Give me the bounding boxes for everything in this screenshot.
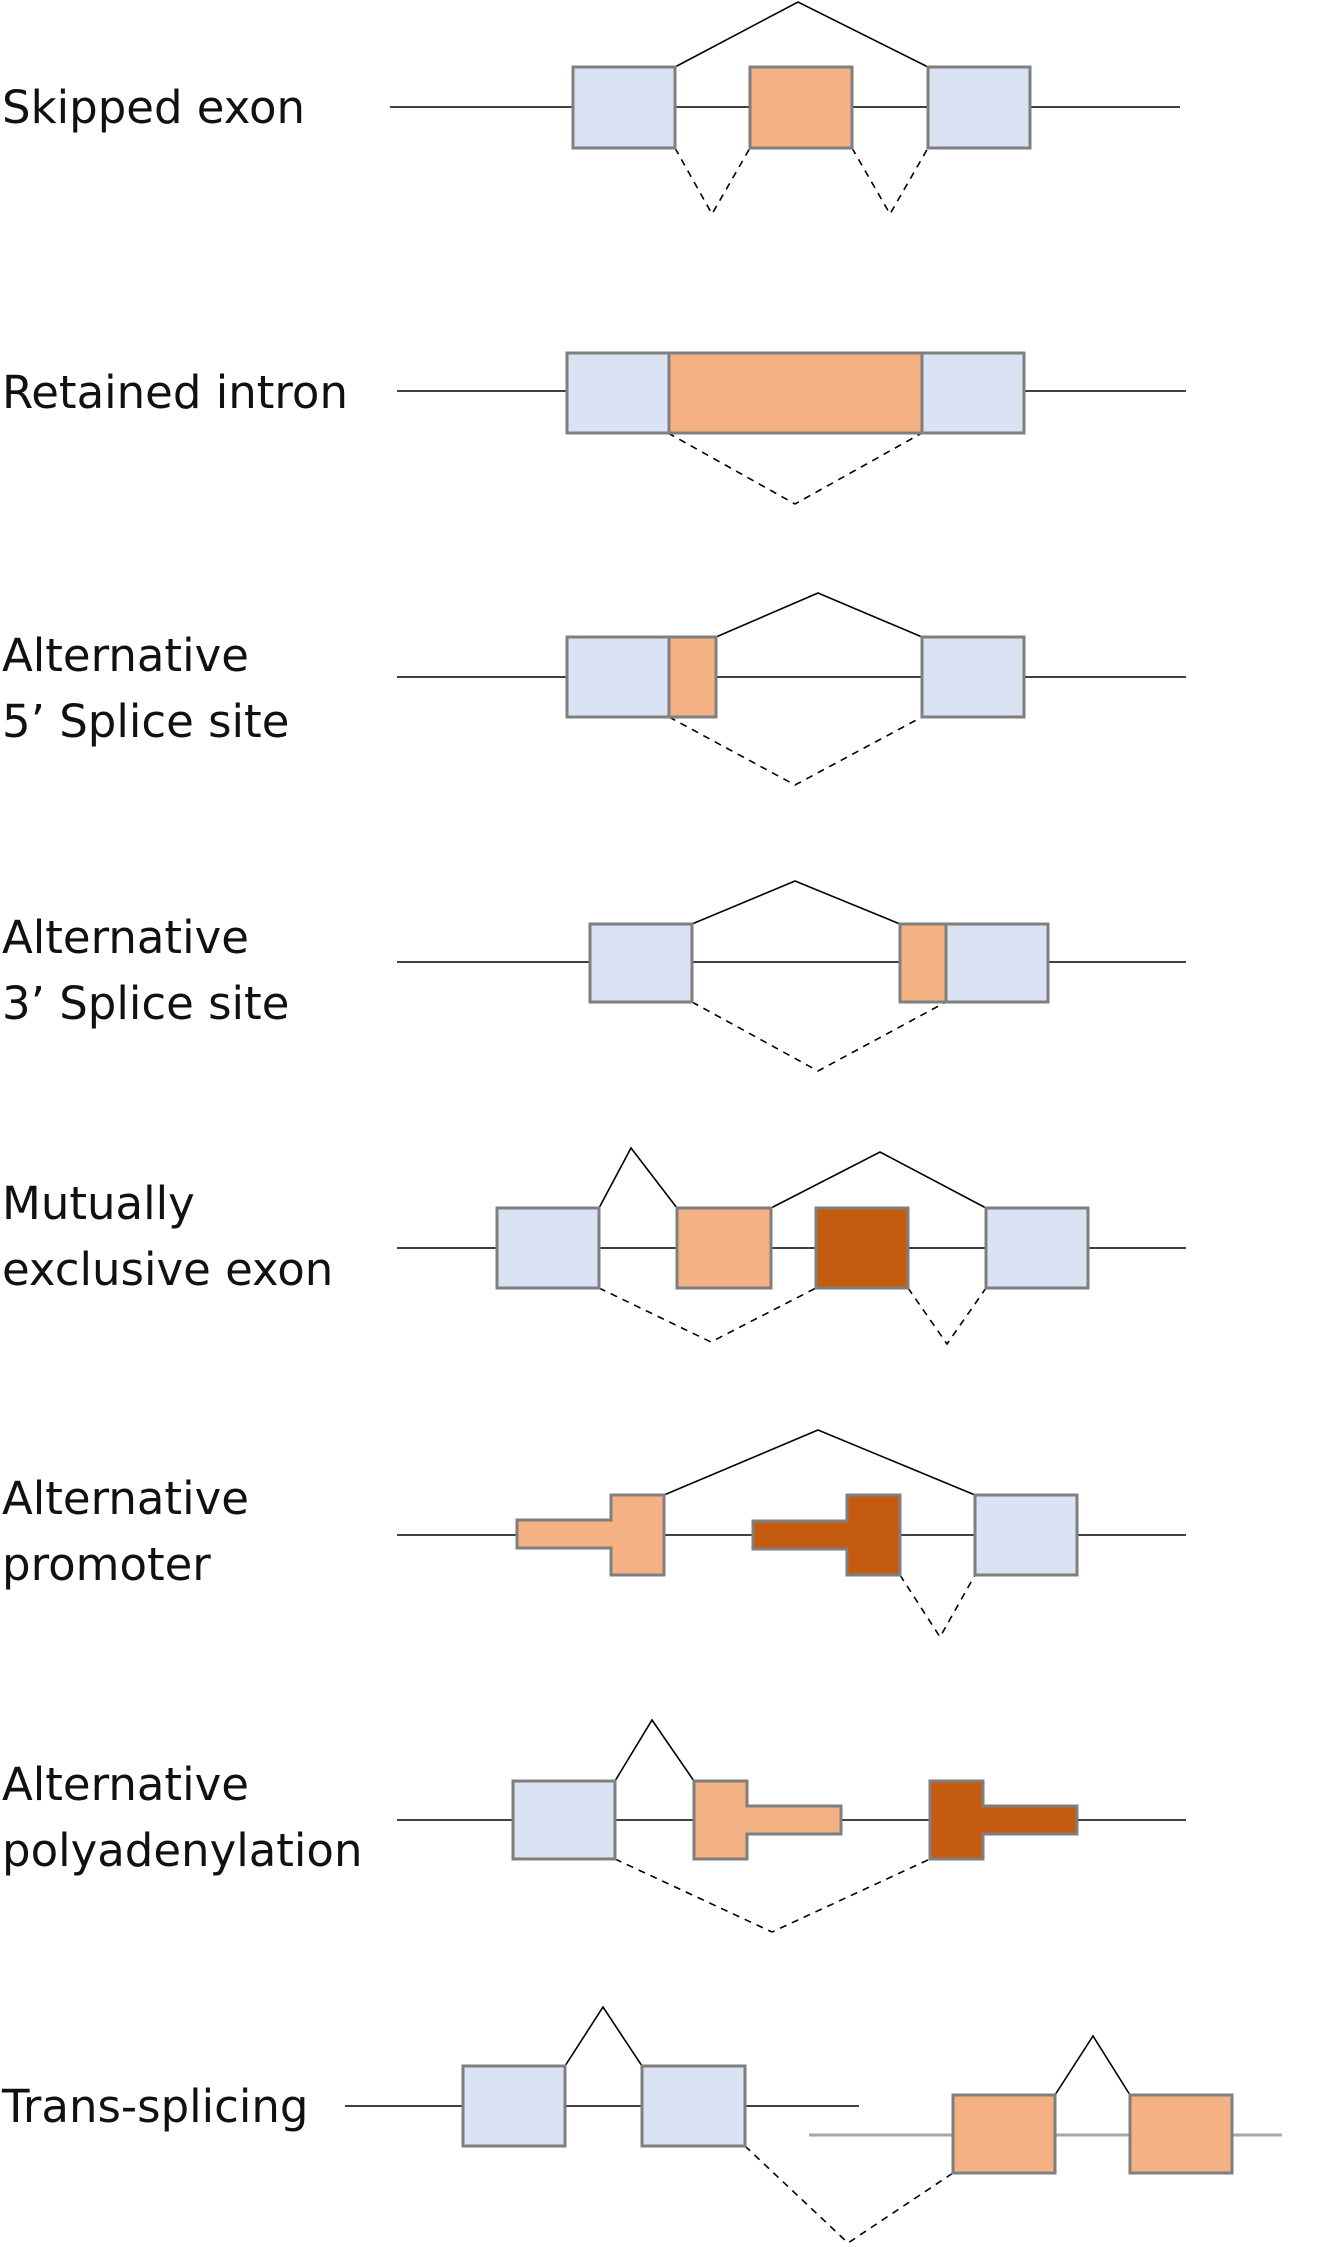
exclusion-junction — [851, 147, 929, 216]
label-trans-splicing: Trans-splicing — [2, 2074, 309, 2140]
label-alt-3-splice-site: Alternative 3’ Splice site — [2, 905, 289, 1037]
event-trans-splicing — [345, 2005, 1282, 2245]
label-line: Alternative — [2, 911, 249, 964]
constitutive-exon — [984, 1206, 1090, 1290]
label-line: exclusive exon — [2, 1243, 334, 1296]
constitutive-exon — [926, 65, 1032, 150]
alternative-exon-dark — [814, 1206, 910, 1290]
inclusion-junction — [663, 1429, 976, 1496]
event-alternative-promoter — [397, 1429, 1186, 1639]
label-alternative-promoter: Alternative promoter — [2, 1466, 249, 1598]
exclusion-junction — [691, 1001, 947, 1072]
label-line: 5’ Splice site — [2, 695, 290, 748]
constitutive-exon — [461, 2064, 567, 2148]
first-exon-promoter-1 — [515, 1493, 666, 1577]
label-line: Alternative — [2, 629, 249, 682]
last-exon-polya-1 — [692, 1779, 843, 1861]
inclusion-junction — [614, 1718, 695, 1782]
label-alternative-polyadenylation: Alternative polyadenylation — [2, 1752, 362, 1884]
label-alt-5-splice-site: Alternative 5’ Splice site — [2, 623, 289, 755]
inclusion-junction — [691, 880, 901, 925]
constitutive-exon — [495, 1206, 601, 1290]
constitutive-exon — [565, 351, 671, 435]
label-mutually-exclusive-exon: Mutually exclusive exon — [2, 1171, 333, 1303]
label-line: promoter — [2, 1538, 211, 1591]
alternative-exon-extension — [667, 635, 718, 719]
label-line: Mutually — [2, 1177, 195, 1230]
exclusion-junction — [598, 1287, 817, 1343]
constitutive-exon — [588, 922, 694, 1004]
event-alternative-polyadenylation — [397, 1718, 1186, 1933]
inclusion-junction — [564, 2005, 643, 2067]
constitutive-exon — [571, 65, 677, 150]
exclusion-junction — [907, 1287, 987, 1346]
inclusion-junction — [674, 1, 929, 68]
inclusion-junction — [770, 1151, 987, 1209]
label-line: Retained intron — [2, 366, 348, 419]
label-line: Alternative — [2, 1758, 249, 1811]
constitutive-exon — [973, 1493, 1079, 1577]
label-skipped-exon: Skipped exon — [2, 75, 305, 141]
retained-intron-region — [667, 351, 924, 435]
label-retained-intron: Retained intron — [2, 360, 348, 426]
inclusion-junction — [1054, 2034, 1131, 2096]
trans-exon — [951, 2093, 1057, 2175]
label-line: 3’ Splice site — [2, 977, 290, 1030]
label-line: polyadenylation — [2, 1824, 363, 1877]
exclusion-junction — [674, 147, 751, 216]
alternative-exon — [675, 1206, 773, 1290]
constitutive-exon — [920, 351, 1026, 435]
label-line: Alternative — [2, 1472, 249, 1525]
event-mutually-exclusive-exon — [397, 1146, 1186, 1346]
last-exon-polya-2 — [928, 1779, 1079, 1861]
constitutive-exon — [640, 2064, 747, 2148]
exclusion-junction — [667, 432, 923, 505]
label-line: Trans-splicing — [2, 2080, 309, 2133]
label-line: Skipped exon — [2, 81, 306, 134]
alternative-exon-extension — [898, 922, 948, 1004]
inclusion-junction — [598, 1146, 678, 1209]
constitutive-exon — [511, 1779, 617, 1861]
inclusion-junction — [715, 592, 923, 638]
exclusion-junction — [614, 1858, 931, 1933]
first-exon-promoter-2 — [751, 1493, 902, 1577]
event-alt-3-splice-site — [397, 880, 1186, 1072]
exclusion-junction — [668, 716, 923, 786]
constitutive-exon — [565, 635, 671, 719]
event-skipped-exon — [390, 1, 1180, 216]
trans-junction — [744, 2145, 954, 2245]
exclusion-junction — [899, 1574, 976, 1639]
constitutive-exon — [944, 922, 1050, 1004]
constitutive-exon — [920, 635, 1026, 719]
trans-exon — [1128, 2093, 1234, 2175]
event-retained-intron — [397, 351, 1186, 505]
event-alt-5-splice-site — [397, 592, 1186, 786]
alternative-exon — [748, 65, 854, 150]
